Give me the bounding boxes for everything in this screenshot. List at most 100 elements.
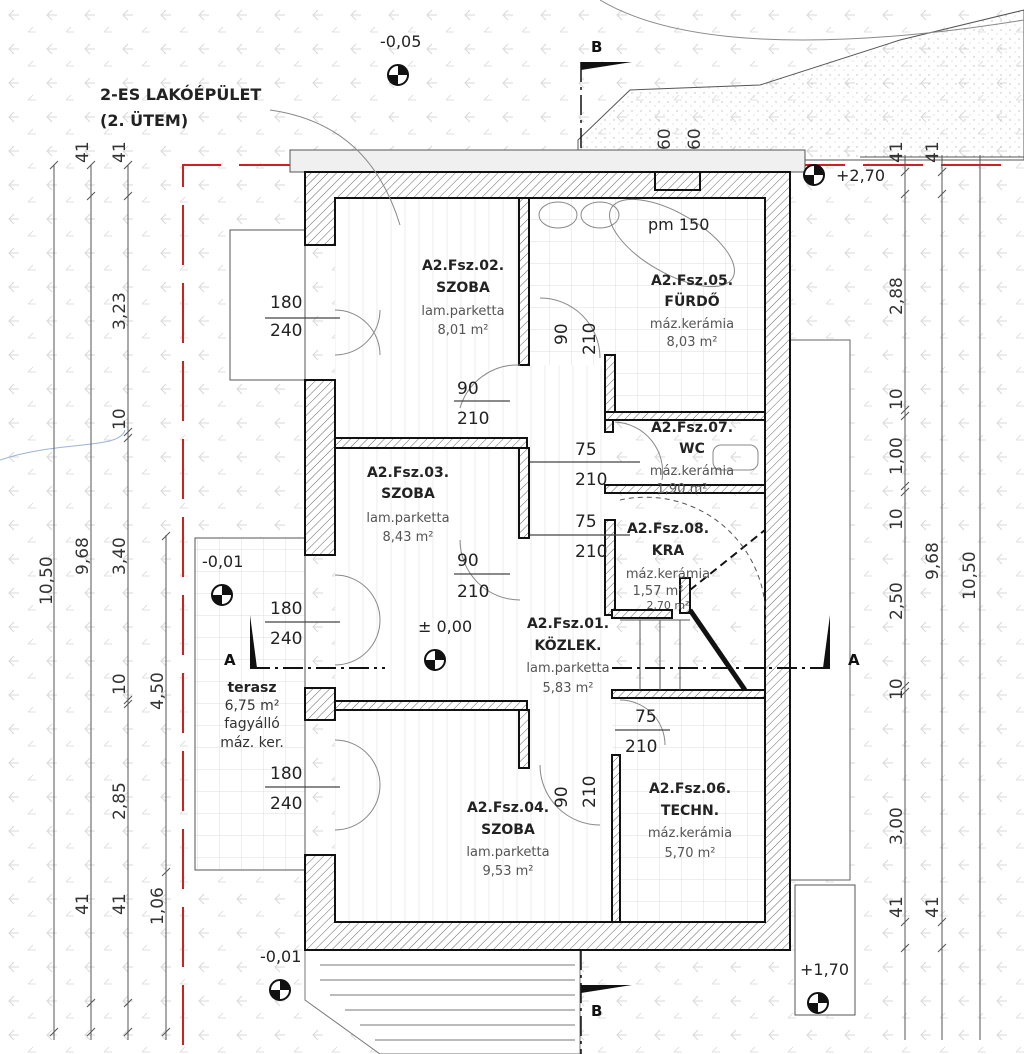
label-text: FÜRDŐ [664, 292, 719, 310]
label-text: 75 [575, 512, 597, 532]
label-text: 2,50 [887, 582, 907, 620]
section-arrow-b-bottom [581, 985, 632, 993]
label-text: 1,06 [148, 887, 168, 925]
room-floor-01 [527, 365, 612, 765]
label-text: 41 [110, 141, 130, 163]
label-text: 41 [923, 141, 943, 163]
level-marker-icon [807, 992, 829, 1014]
label-text: 5,70 m² [665, 846, 716, 861]
bathtub-icon [609, 198, 735, 288]
room-label-05: A2.Fsz.05. FÜRDŐ máz.kerámia 8,03 m² [650, 273, 734, 350]
label-text: 210 [457, 582, 489, 602]
label-text: 1,00 [887, 437, 907, 475]
label-text: máz. ker. [220, 735, 284, 751]
level-marker-icon [387, 64, 409, 86]
label-text: máz.kerámia [648, 826, 732, 841]
room-floor-02 [335, 198, 527, 440]
label-text: 240 [270, 321, 302, 341]
label-text: 8,03 m² [667, 335, 718, 350]
label-text: A2.Fsz.04. [467, 800, 549, 816]
label-text: 90 [457, 379, 479, 399]
level-marker-icon [803, 164, 825, 186]
label-text: 210 [580, 323, 600, 355]
label-text: 180 [270, 764, 302, 784]
label-text: 10 [887, 388, 907, 410]
label-text: 1,57 m² [633, 584, 684, 599]
label-text: 8,01 m² [438, 323, 489, 338]
steps-right [794, 884, 856, 1016]
label-text: A2.Fsz.05. [651, 273, 733, 289]
label-text: SZOBA [436, 280, 490, 296]
label-text: 210 [575, 542, 607, 562]
label-text: 90 [552, 323, 572, 345]
label-text: 10 [887, 508, 907, 530]
label-text: A2.Fsz.02. [422, 258, 504, 274]
room-floor-06 [612, 697, 765, 922]
label-text: A2.Fsz.01. [527, 616, 609, 632]
label-text: 41 [887, 141, 907, 163]
label-text: máz.kerámia [626, 567, 710, 582]
label-text: máz.kerámia [650, 317, 734, 332]
left-dimension-lines [49, 160, 171, 1040]
label-text: A2.Fsz.08. [627, 521, 709, 537]
label-text: +1,70 [800, 960, 849, 979]
label-text: lam.parketta [366, 511, 449, 526]
label-text: -0,01 [260, 947, 301, 966]
label-text: 10,50 [37, 556, 57, 605]
label-text: 3,23 [110, 292, 130, 330]
label-text: lam.parketta [466, 845, 549, 860]
label-text: 180 [270, 293, 302, 313]
label-text: 10 [110, 408, 130, 430]
label-text: 4,50 [148, 672, 168, 710]
walls [304, 171, 791, 951]
terrace-area [194, 537, 306, 871]
title-leader-arrow [269, 109, 401, 226]
label-text: -0,01 [202, 552, 243, 571]
label-text: KRA [652, 543, 685, 559]
label-text: 5,83 m² [543, 681, 594, 696]
section-arrow-a-right [823, 615, 830, 668]
right-dimension-lines [860, 155, 1024, 1040]
bathtub-label: pm 150 [648, 215, 709, 234]
label-text: 41 [73, 141, 93, 163]
label-text: KÖZLEK. [535, 636, 602, 654]
level-marker-icon [424, 649, 446, 671]
label-text: 41 [73, 893, 93, 915]
section-label-b-top: B [591, 38, 602, 56]
label-text: 210 [580, 776, 600, 808]
label-text: 3,00 [887, 807, 907, 845]
label-text: fagyálló [224, 716, 280, 732]
label-text: SZOBA [381, 486, 435, 502]
level-markers: -0,05 +2,70 -0,01 ± 0,00 -0,01 +1,70 [202, 32, 885, 1014]
label-text: 75 [575, 440, 597, 460]
label-text: 1,90 m² [657, 482, 708, 497]
label-text: ± 0,00 [418, 617, 472, 636]
label-text: 9,68 [73, 537, 93, 575]
label-text: 8,43 m² [383, 530, 434, 545]
building-title: 2-ES LAKÓÉPÜLET [100, 85, 261, 104]
label-text: SZOBA [481, 822, 535, 838]
label-text: A2.Fsz.07. [651, 420, 733, 436]
label-text: 41 [923, 896, 943, 918]
washbasins [538, 201, 620, 229]
label-text: 3,40 [110, 537, 130, 575]
label-text: 2,85 [110, 782, 130, 820]
label-text: 75 [635, 707, 657, 727]
label-text: 2,88 [887, 277, 907, 315]
left-dimension-texts: 10,50 41 9,68 41 41 3,23 10 3,40 10 2,85… [37, 141, 168, 925]
label-text: 10 [887, 678, 907, 700]
label-text: 240 [270, 794, 302, 814]
label-text: lam.parketta [526, 661, 609, 676]
label-text: 6,75 m² [225, 698, 280, 714]
section-arrow-a-left [250, 615, 257, 668]
label-text: TECHN. [661, 803, 719, 819]
label-text: +2,70 [836, 166, 885, 185]
